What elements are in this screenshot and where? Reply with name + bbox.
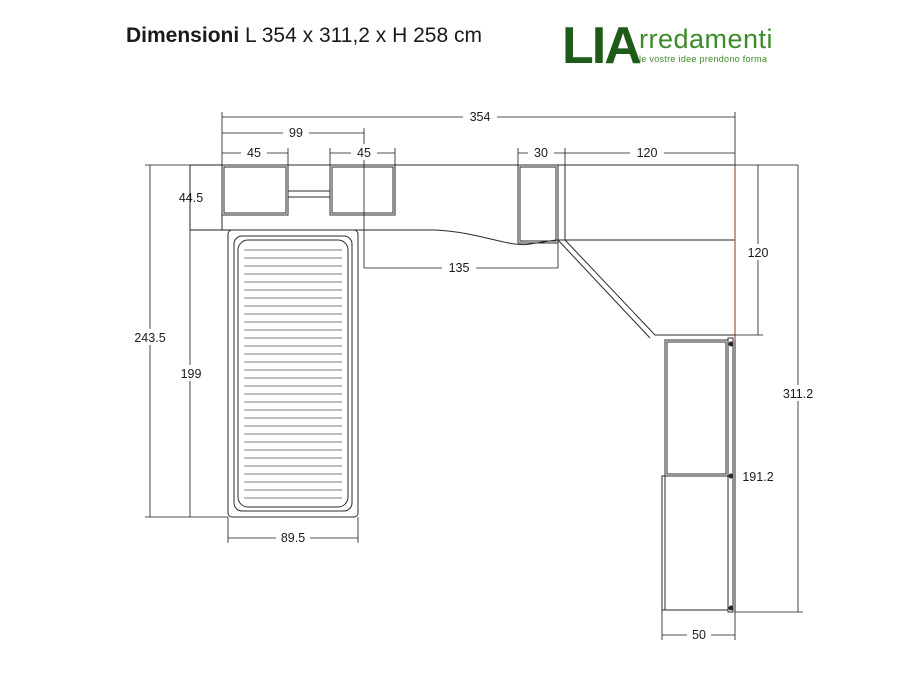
label-30: 30 (534, 146, 548, 160)
label-50: 50 (692, 628, 706, 642)
title-dimensions-text: L 354 x 311,2 x H 258 cm (239, 24, 482, 47)
right-wardrobe (661, 337, 734, 613)
logo-letters: LIA (562, 17, 642, 75)
label-243-5: 243.5 (134, 331, 165, 345)
label-311-2: 311.2 (783, 387, 813, 401)
label-45-middle: 45 (357, 146, 371, 160)
logo-tagline: le vostre idee prendono forma (639, 54, 768, 64)
label-120-right: 120 (748, 246, 769, 260)
dimensions-title: Dimensioni L 354 x 311,2 x H 258 cm (126, 24, 482, 48)
bed-slats (244, 249, 342, 499)
label-44-5: 44.5 (179, 191, 203, 205)
logo-word: rredamenti (639, 24, 774, 54)
desk-edge (190, 229, 735, 246)
label-99: 99 (289, 126, 303, 140)
label-120-top: 120 (637, 146, 658, 160)
label-199: 199 (181, 367, 202, 381)
bed (227, 229, 359, 518)
title-bold-word: Dimensioni (126, 24, 240, 47)
label-135: 135 (449, 261, 470, 275)
label-89-5: 89.5 (281, 531, 305, 545)
lia-arredamenti-logo: LIA rredamenti le vostre idee prendono f… (562, 20, 802, 78)
diagonal-corner (564, 239, 735, 336)
label-354: 354 (470, 110, 491, 124)
label-191-2: 191.2 (742, 470, 773, 484)
label-45-left: 45 (247, 146, 261, 160)
left-wall-unit (221, 164, 396, 216)
corner-wall-box (517, 164, 559, 244)
